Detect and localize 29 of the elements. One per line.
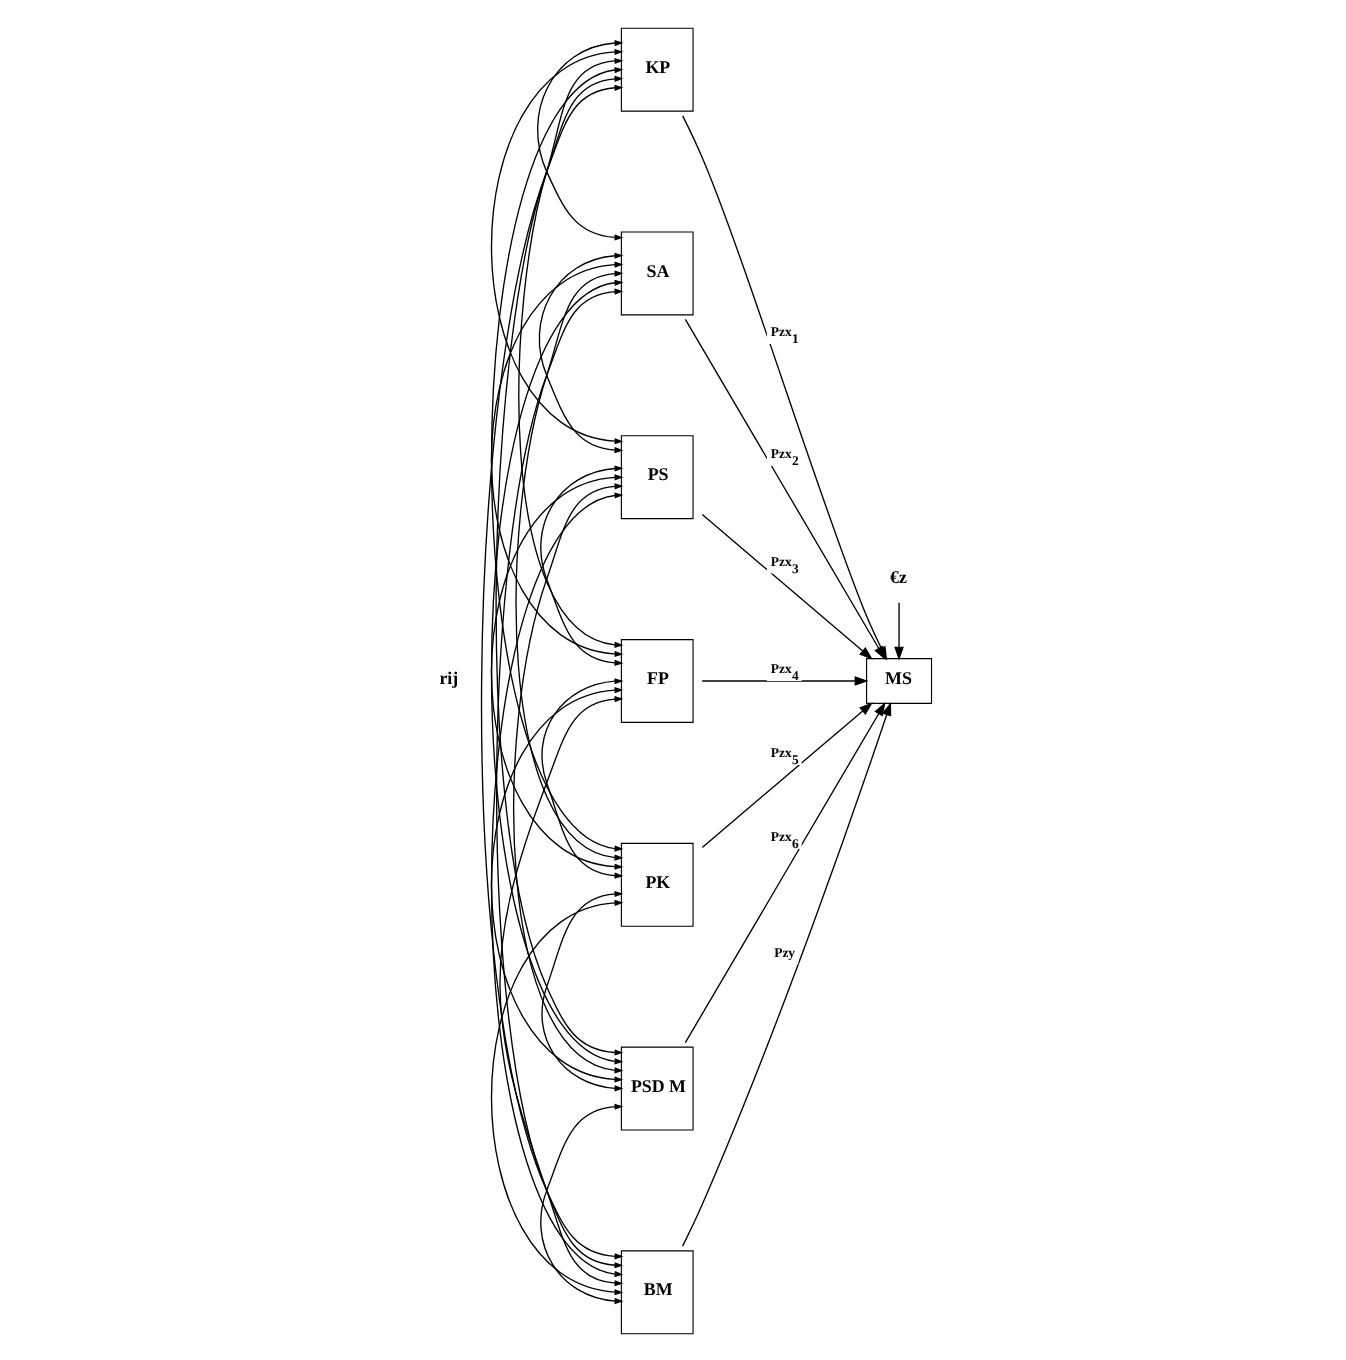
- arrow: [539, 1102, 623, 1304]
- arrow: [514, 269, 623, 860]
- arrow: [489, 686, 623, 1082]
- arrow: [517, 56, 623, 647]
- arrow: [512, 482, 623, 1073]
- arrow: [489, 47, 623, 444]
- arrow: [537, 251, 623, 453]
- arrow: [479, 83, 623, 1259]
- node-text: €z: [889, 566, 906, 587]
- arrow: [494, 287, 623, 1268]
- arrow: [540, 889, 623, 1091]
- arrow: [536, 38, 623, 240]
- arrow: [893, 601, 903, 660]
- arrow: [498, 695, 623, 1286]
- arrow: [494, 74, 623, 1055]
- label: rij: [438, 667, 458, 688]
- arrow: [539, 464, 623, 665]
- arrow: [489, 260, 623, 657]
- arrow: [683, 701, 885, 1043]
- arrow: [489, 278, 623, 1064]
- arrow: [489, 65, 623, 851]
- arrow: [540, 677, 623, 878]
- arrow: [489, 473, 623, 869]
- node-box: MS: [865, 657, 932, 703]
- arrow: [489, 898, 623, 1295]
- arrow: [700, 675, 868, 685]
- arrow: [680, 700, 891, 1246]
- arrow: [489, 491, 623, 1277]
- arrow: [700, 512, 872, 659]
